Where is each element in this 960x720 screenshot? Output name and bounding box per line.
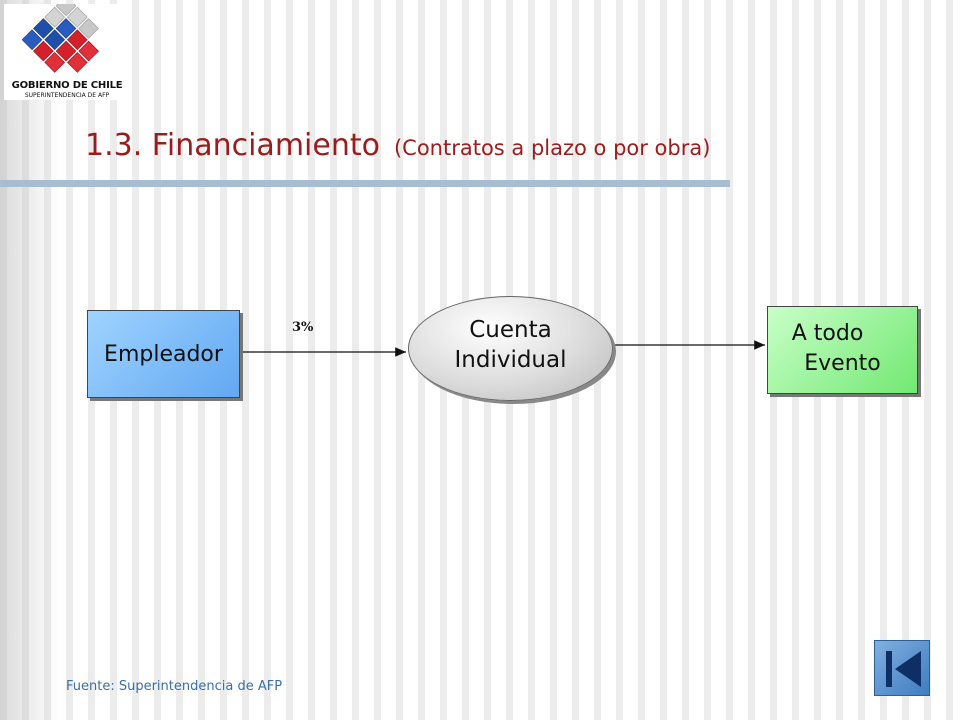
node-empleador: Empleador <box>87 310 240 398</box>
node-cuenta-individual: Cuenta Individual <box>408 296 613 401</box>
title-subtitle: (Contratos a plazo o por obra) <box>393 136 711 160</box>
node-a-todo-evento: A todo Evento <box>767 306 918 394</box>
gobierno-de-chile-logo: GOBIERNO DE CHILE SUPERINTENDENCIA DE AF… <box>4 4 126 100</box>
logo-text: GOBIERNO DE CHILE <box>11 80 123 91</box>
slide-title: 1.3. Financiamiento (Contratos a plazo o … <box>85 128 710 163</box>
logo-subtext: SUPERINTENDENCIA DE AFP <box>24 92 110 99</box>
background-gradient <box>0 0 60 720</box>
node-evento-label-line1: A todo <box>791 321 864 346</box>
title-main: 1.3. Financiamiento <box>85 128 380 163</box>
node-cuenta-label-line1: Cuenta <box>469 317 552 343</box>
edge-label-percentage: 3% <box>292 320 314 335</box>
logo-mark <box>21 4 99 73</box>
title-underline <box>0 180 730 187</box>
node-evento-label-line2: Evento <box>804 351 881 376</box>
first-slide-button[interactable] <box>874 640 930 696</box>
node-empleador-label: Empleador <box>104 341 223 367</box>
footer-source: Fuente: Superintendencia de AFP <box>66 679 283 694</box>
node-cuenta-label-line2: Individual <box>454 347 567 373</box>
skip-to-start-icon <box>886 651 921 687</box>
